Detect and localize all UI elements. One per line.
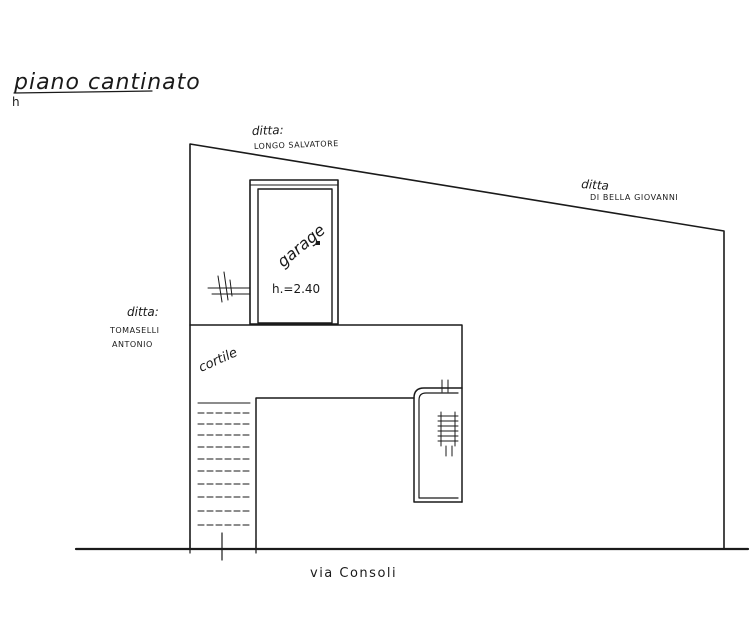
front-block-outline [255,397,415,550]
stair-outer-wall [413,387,463,503]
west-owner-line2: ANTONIO [112,340,153,349]
garage-door-hatch [207,271,251,303]
garage-marker [316,241,320,245]
stair-flight [437,411,459,457]
plan-title-mark: h [12,95,20,109]
stair-top-tick [441,379,449,393]
west-ditta-label: ditta: [127,305,159,319]
stair-inner-wall [418,392,459,499]
plan-title: piano cantinato [13,70,201,95]
north-ditta-label: ditta: [252,123,284,138]
garage-height-label: h.=2.40 [272,282,320,296]
garage-inner-wall [257,188,333,324]
courtyard-label: cortile [197,345,240,375]
east-ditta-label: ditta [581,177,610,193]
entrance-gate [189,532,257,561]
west-owner-line1: TOMASELLI [109,326,159,335]
plan-title-underline [13,90,153,94]
garage-outer-wall [249,179,339,325]
north-owner-label: LONGO SALVATORE [254,139,339,151]
east-owner-label: DI BELLA GIOVANNI [590,193,678,202]
street-label: via Consoli [310,566,397,581]
lot-boundary [189,143,725,550]
garage-label: garage [273,220,328,271]
driveway-ramp-hatch [197,402,251,526]
courtyard-boundary [189,324,463,503]
